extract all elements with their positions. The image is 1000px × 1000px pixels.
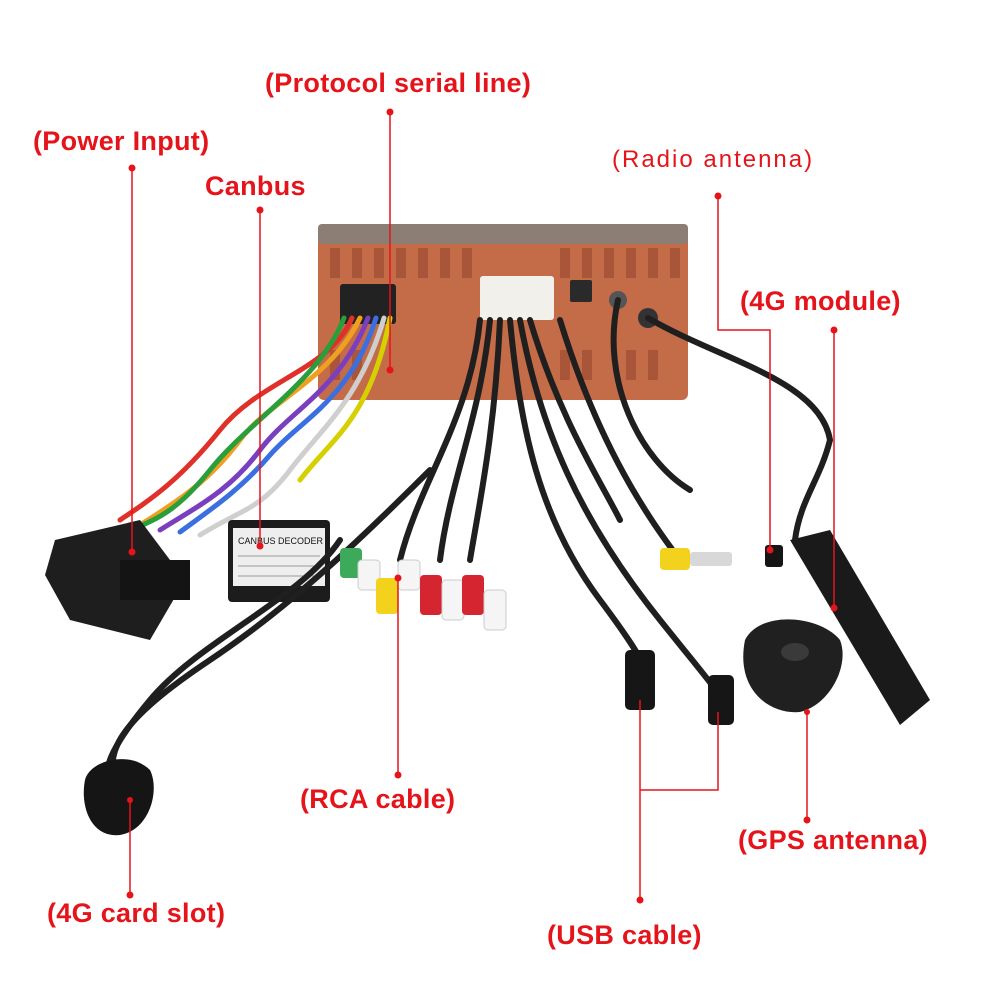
decoder-title: CANBUS DECODER <box>238 536 324 546</box>
callout-radio-antenna: (Radio antenna) <box>612 146 815 173</box>
leader-dots <box>126 108 838 904</box>
4g-card-slot-module <box>83 759 154 836</box>
black-cable-bundle <box>104 297 833 803</box>
callout-4g-card-slot: (4G card slot) <box>47 898 226 928</box>
gps-antenna-puck <box>743 619 843 715</box>
callout-gps-antenna: (GPS antenna) <box>738 825 928 855</box>
leader-lines <box>129 112 835 900</box>
usb-plugs <box>625 650 734 725</box>
power-harness-wires <box>107 315 393 543</box>
power-input-connector <box>45 520 190 640</box>
callout-4g-module: (4G module) <box>740 286 901 316</box>
head-unit-back-panel <box>318 224 688 400</box>
canbus-decoder-box: CANBUS DECODER <box>228 520 330 602</box>
callout-power-input: (Power Input) <box>33 126 210 156</box>
callout-usb-cable: (USB cable) <box>547 920 702 950</box>
callout-canbus: Canbus <box>205 171 306 201</box>
callout-protocol-serial-line: (Protocol serial line) <box>265 68 532 98</box>
callout-rca-cable: (RCA cable) <box>300 784 456 814</box>
